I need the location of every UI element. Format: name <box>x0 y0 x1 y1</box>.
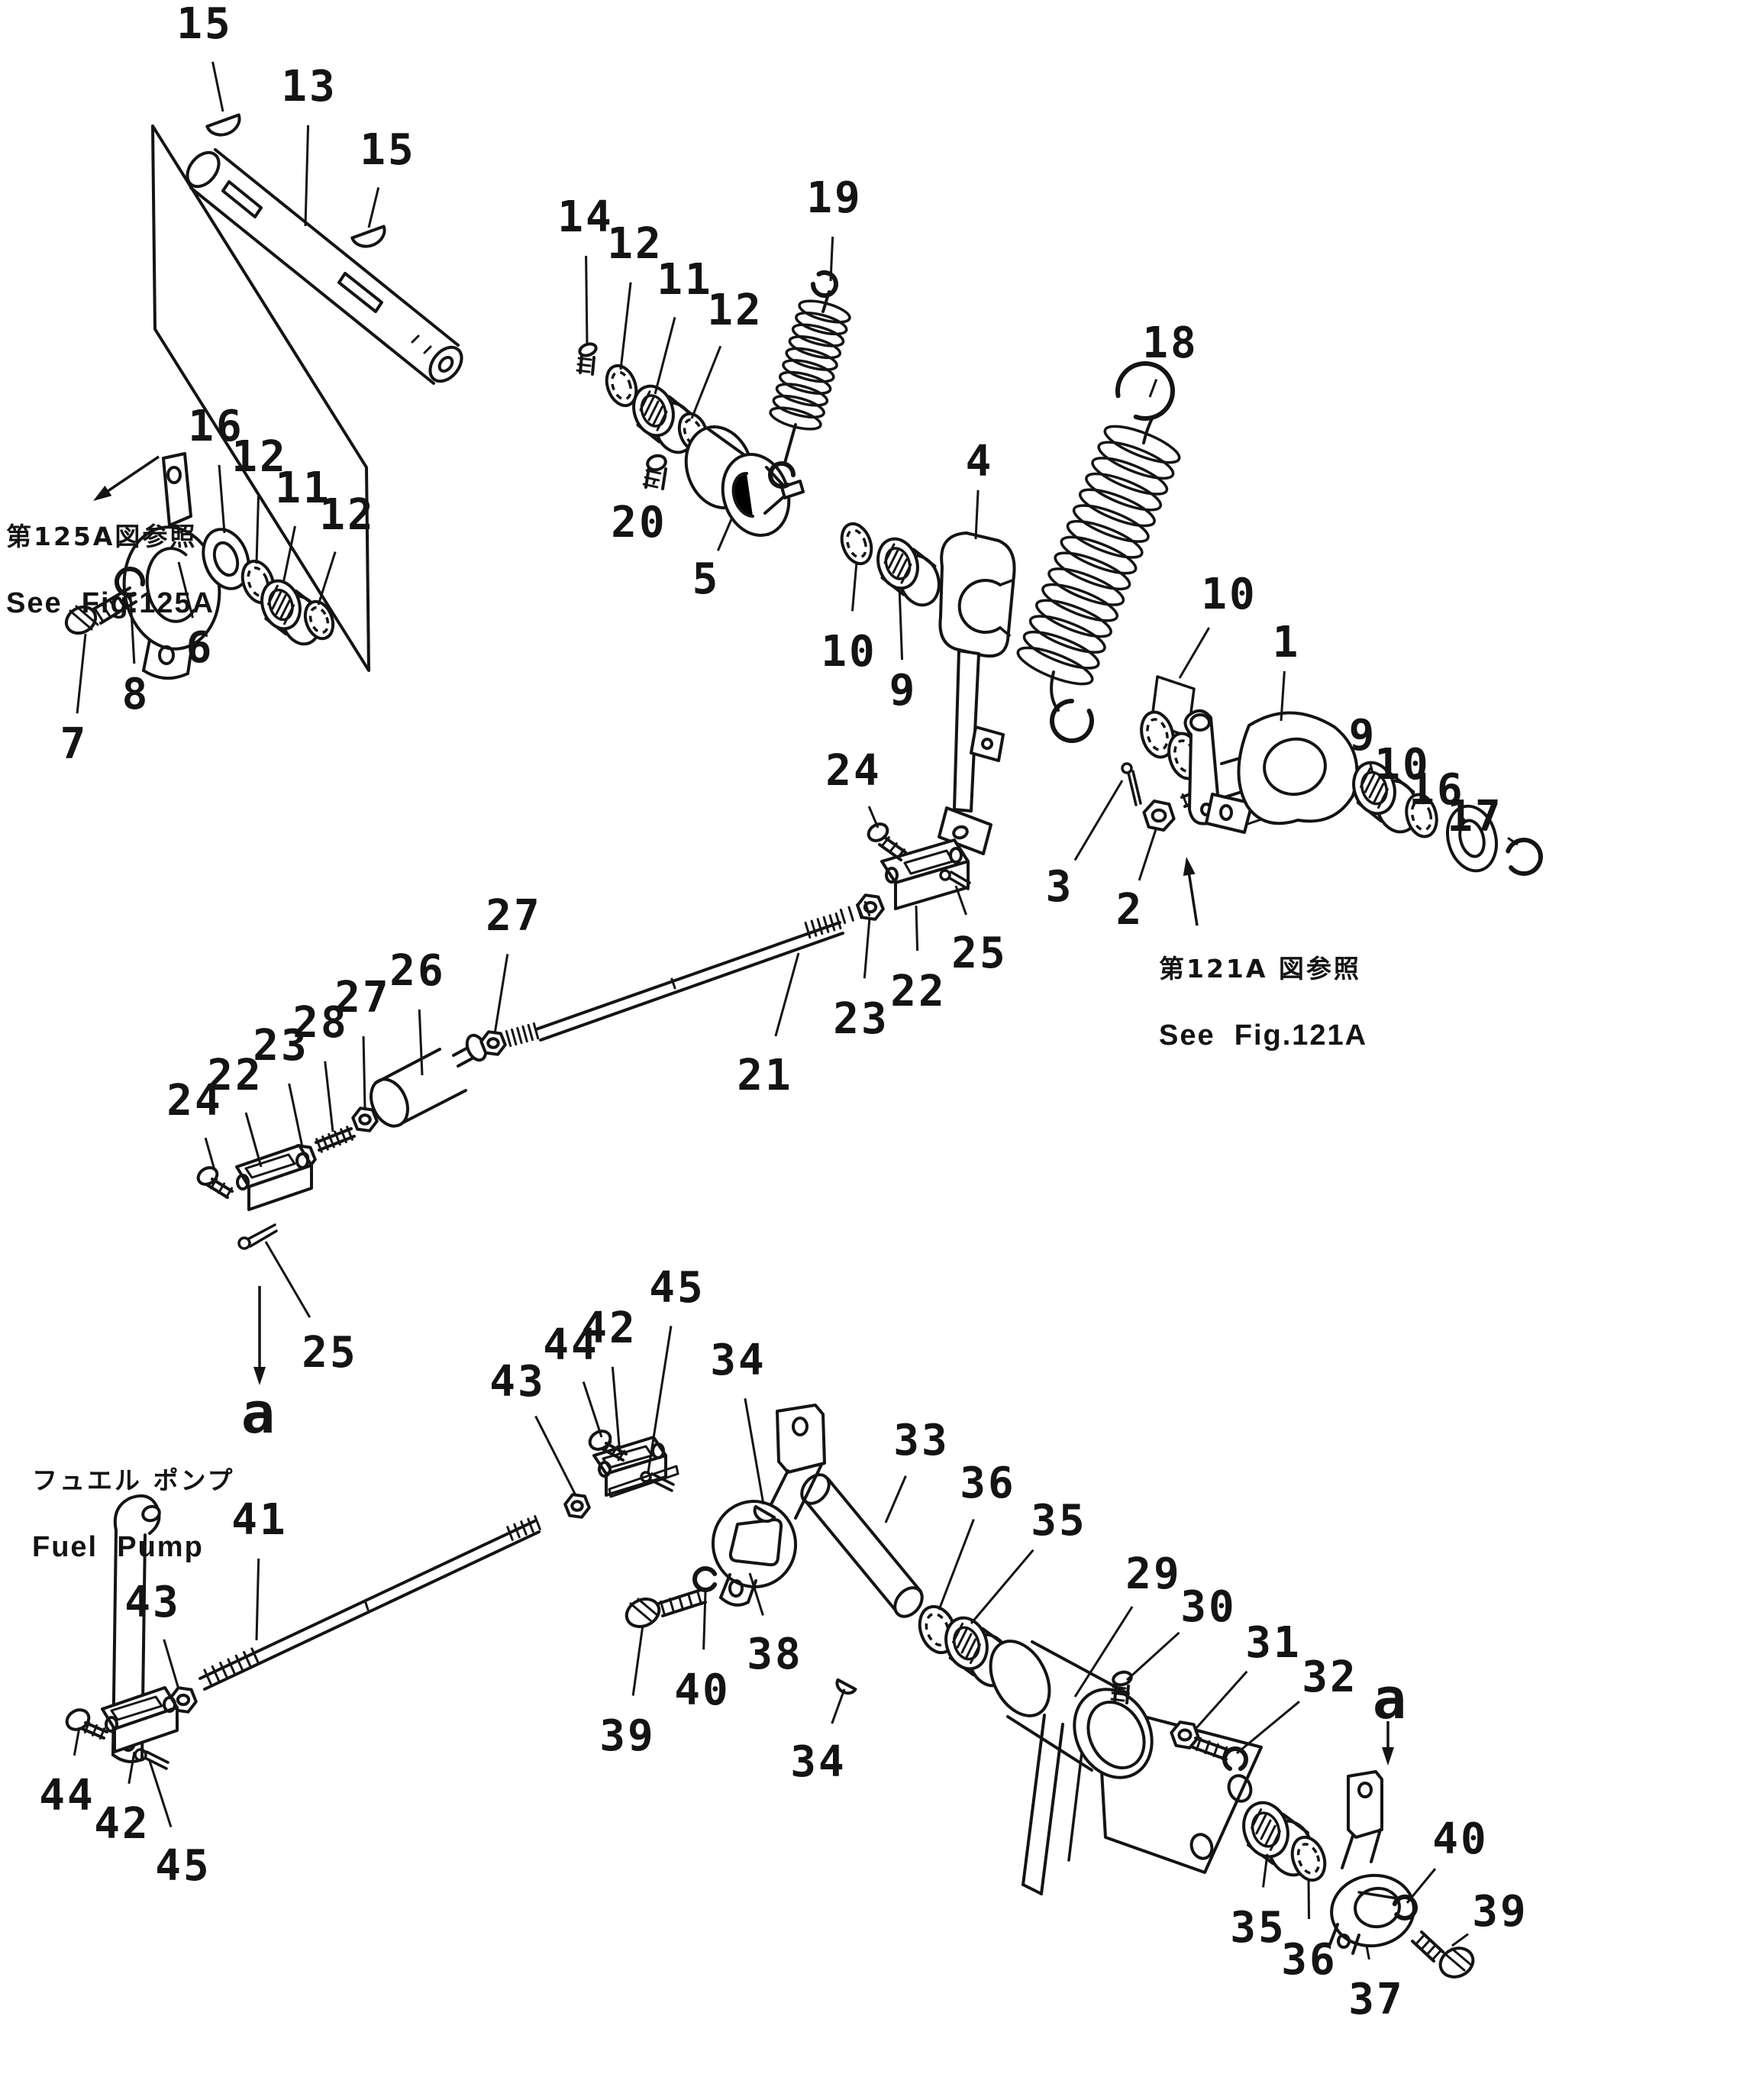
part-label-36-48: 36 <box>960 1459 1015 1508</box>
part-label-42-43: 42 <box>581 1304 637 1353</box>
part-label-11-5: 11 <box>657 255 712 305</box>
part-label-7-16: 7 <box>60 719 89 769</box>
note-fuel-pump-jp: フュエル ポンプ <box>32 1465 235 1495</box>
part-label-26-35: 26 <box>389 946 445 996</box>
part-label-12-13: 12 <box>319 490 375 540</box>
part-label-25-41: 25 <box>302 1328 357 1378</box>
part-label-44-60: 44 <box>39 1771 95 1821</box>
part-label-34-59: 34 <box>790 1737 846 1787</box>
part-label-23-32: 23 <box>833 994 889 1044</box>
note-fig121a: 第121A 図参照 See Fig.121A <box>1159 921 1367 1087</box>
part-label-5-18: 5 <box>692 554 721 604</box>
part-label-1-23: 1 <box>1273 618 1301 667</box>
note-fuel-pump-en: Fuel Pump <box>32 1531 204 1564</box>
part-label-44-44: 44 <box>543 1320 599 1370</box>
part-label-9-20: 9 <box>889 666 918 716</box>
part-label-36-67: 36 <box>1281 1935 1337 1985</box>
part-label-21-33: 21 <box>737 1051 792 1100</box>
part-label-18-8: 18 <box>1142 318 1198 368</box>
part-label-37-65: 37 <box>1348 1975 1404 2024</box>
ref-marker-a-1: a <box>1373 1666 1407 1732</box>
part-label-27-36: 27 <box>334 973 390 1023</box>
part-label-4-9: 4 <box>966 437 994 486</box>
part-label-16-26: 16 <box>1409 765 1464 815</box>
part-label-27-34: 27 <box>486 891 541 941</box>
part-label-23-38: 23 <box>253 1021 308 1071</box>
part-label-13-1: 13 <box>281 62 337 111</box>
part-label-35-49: 35 <box>1031 1496 1086 1546</box>
part-label-12-11: 12 <box>231 432 287 482</box>
part-label-29-50: 29 <box>1125 1549 1181 1599</box>
part-label-34-46: 34 <box>710 1336 766 1385</box>
part-label-12-6: 12 <box>707 286 763 335</box>
part-label-22-31: 22 <box>890 967 946 1016</box>
part-label-24-21: 24 <box>825 746 881 796</box>
part-label-8-15: 8 <box>122 670 150 719</box>
part-label-2-29: 2 <box>1116 885 1144 935</box>
part-label-39-64: 39 <box>1472 1887 1528 1937</box>
part-label-42-61: 42 <box>94 1799 150 1849</box>
part-label-32-53: 32 <box>1302 1653 1357 1702</box>
part-label-33-47: 33 <box>893 1416 949 1465</box>
part-label-12-4: 12 <box>607 219 663 269</box>
note-fig121a-en: See Fig.121A <box>1159 1019 1368 1052</box>
part-label-40-63: 40 <box>1432 1814 1488 1864</box>
part-label-19-7: 19 <box>806 173 862 223</box>
part-label-24-40: 24 <box>166 1076 222 1126</box>
note-fig121a-jp: 第121A 図参照 <box>1159 953 1361 984</box>
part-label-30-51: 30 <box>1180 1582 1236 1632</box>
reference-arrow-2 <box>93 485 112 501</box>
part-label-38-56: 38 <box>747 1630 802 1679</box>
part-label-40-57: 40 <box>674 1665 730 1715</box>
part-label-31-52: 31 <box>1245 1618 1301 1668</box>
diagram-linework <box>64 113 1543 1979</box>
part-label-45-42: 45 <box>649 1263 705 1313</box>
part-label-10-22: 10 <box>1201 570 1257 619</box>
part-label-35-66: 35 <box>1230 1903 1286 1953</box>
part-label-3-28: 3 <box>1046 862 1074 912</box>
part-label-9-24: 9 <box>1349 711 1377 761</box>
reference-arrow-0 <box>253 1367 266 1385</box>
ref-marker-a-0: a <box>241 1381 276 1446</box>
part-label-39-58: 39 <box>599 1711 655 1761</box>
part-label-17-27: 17 <box>1447 792 1502 842</box>
part-label-10-25: 10 <box>1374 740 1430 790</box>
reference-arrow-3 <box>1183 857 1196 876</box>
note-fig125a-jp: 第125A図参照 <box>6 521 198 551</box>
part-label-25-30: 25 <box>951 929 1007 978</box>
note-fig125a: 第125A図参照 See Fig.125A <box>6 489 215 654</box>
part-label-22-39: 22 <box>207 1051 263 1100</box>
part-label-43-55: 43 <box>124 1578 180 1627</box>
part-label-20-17: 20 <box>611 498 666 548</box>
part-label-41-54: 41 <box>231 1495 287 1545</box>
part-label-15-0: 15 <box>176 0 232 49</box>
part-label-43-45: 43 <box>489 1357 545 1407</box>
diagram-leader-lines <box>73 61 1519 1960</box>
part-label-16-10: 16 <box>188 402 244 451</box>
part-label-45-62: 45 <box>155 1841 211 1891</box>
reference-arrow-1 <box>1382 1747 1394 1766</box>
diagram-part-labels: 1513151412111219184161211126872051092410… <box>39 0 1528 2024</box>
note-fig125a-en: See Fig.125A <box>6 587 215 620</box>
part-label-11-12: 11 <box>275 464 331 513</box>
part-label-15-2: 15 <box>360 125 415 175</box>
note-fuel-pump: フュエル ポンプ Fuel Pump <box>32 1433 235 1598</box>
part-label-28-37: 28 <box>292 998 348 1048</box>
part-label-10-19: 10 <box>821 627 876 677</box>
part-label-14-3: 14 <box>557 192 613 242</box>
part-label-6-14: 6 <box>186 623 215 673</box>
